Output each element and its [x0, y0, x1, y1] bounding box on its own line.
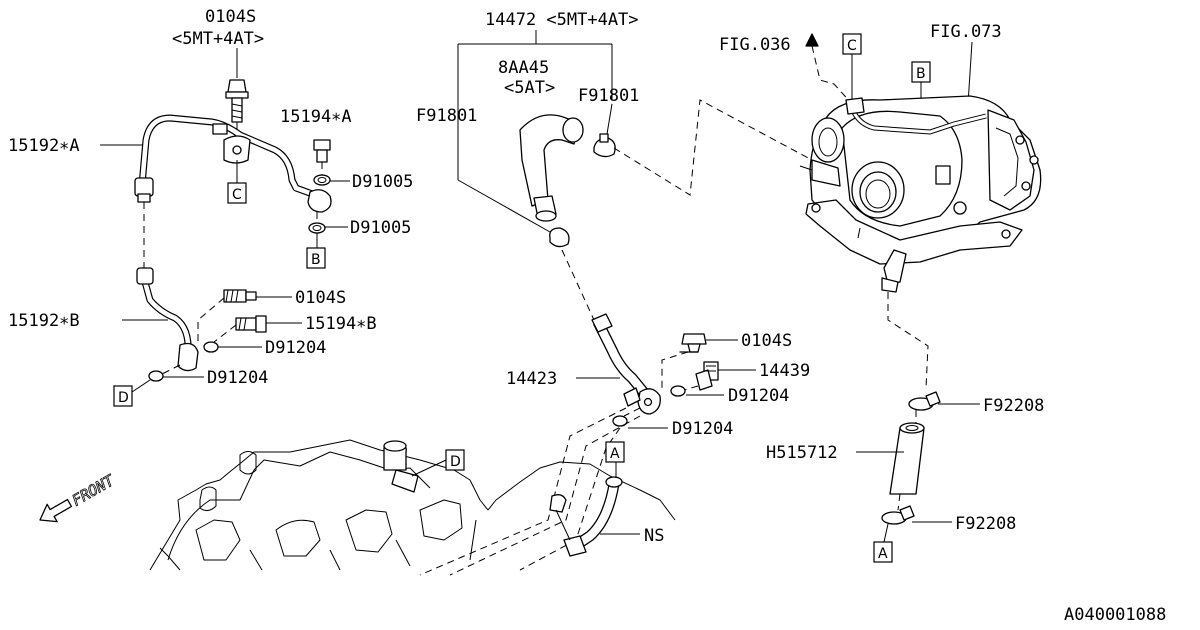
label-f91801-right: F91801 — [578, 86, 639, 106]
label-8aa45: 8AA45 — [498, 58, 549, 78]
oil-pipe-15192b — [136, 267, 199, 372]
front-direction-arrow: FRONT — [39, 471, 118, 523]
dash-clamp-pipe — [561, 249, 595, 321]
pipe-14423-group: 14423 0104S 14439 D91204 D91204 — [419, 313, 810, 576]
ref-c-turbo: C — [847, 38, 857, 54]
bracket-14472 — [457, 30, 613, 180]
label-0104s-right: 0104S — [741, 331, 792, 351]
label-15192a: 15192∗A — [8, 136, 80, 156]
bolt-15194b — [235, 315, 267, 333]
label-d91005-2: D91005 — [350, 218, 411, 238]
bolt-0104s-mid — [223, 289, 257, 303]
leader-ref-d-left — [131, 379, 151, 393]
washer-d91204-3 — [670, 385, 686, 397]
ref-box-d-left — [113, 385, 133, 407]
dash-0104s-right — [661, 351, 689, 392]
dash-0104s-mid — [197, 297, 225, 345]
label-d91204-3: D91204 — [728, 386, 789, 406]
label-front: FRONT — [69, 471, 118, 510]
dash-guide-3 — [519, 427, 621, 571]
ref-d-left: D — [118, 390, 129, 406]
arrow-fig036 — [805, 33, 819, 47]
dash-d91204-2 — [161, 364, 181, 375]
label-0104s-top-variant: <5MT+4AT> — [172, 29, 264, 49]
ref-box-a-hose — [873, 541, 893, 563]
hose-h515712 — [889, 422, 925, 495]
label-15194a: 15194∗A — [280, 107, 352, 127]
label-fig073: FIG.073 — [930, 22, 1002, 42]
dash-turbo-drain — [887, 292, 929, 389]
label-f91801-left: F91801 — [416, 106, 477, 126]
leader-f91801-left — [457, 179, 551, 233]
label-8aa45-variant: <5AT> — [504, 78, 555, 98]
ref-box-d-engine — [445, 449, 465, 471]
washer-d91204-2 — [148, 370, 164, 382]
leader-ref-d-engine — [411, 459, 447, 477]
label-0104s-mid: 0104S — [295, 288, 346, 308]
bolt-0104s-top — [225, 79, 249, 123]
ref-a-hose: A — [878, 546, 888, 562]
washer-d91005-1 — [313, 174, 331, 186]
center-hose-group: 14472 <5MT+4AT> 8AA45 <5AT> F91801 F9180… — [416, 10, 813, 321]
left-oil-pipe-group: 0104S <5MT+4AT> 15192∗A C 151 — [8, 7, 413, 407]
dash-guide-2 — [449, 415, 641, 576]
bolt-14439 — [695, 361, 719, 391]
ref-box-c-pipe — [227, 182, 247, 204]
dash-hose-turbo — [613, 99, 813, 196]
dash-guide-1 — [419, 407, 627, 576]
clamp-f91801-left — [549, 227, 570, 248]
engine-block-outline: D A NS — [149, 439, 676, 571]
label-14472: 14472 <5MT+4AT> — [485, 10, 639, 30]
ref-a-engine: A — [610, 446, 620, 462]
label-d91204-4: D91204 — [672, 419, 733, 439]
label-f92208-2: F92208 — [955, 514, 1016, 534]
clamp-f92208-2 — [881, 505, 915, 525]
label-0104s-top: 0104S — [205, 7, 256, 27]
ref-d-engine: D — [450, 454, 461, 470]
dash-15194b — [213, 324, 237, 343]
label-f92208-1: F92208 — [983, 396, 1044, 416]
clamp-f92208-1 — [908, 391, 941, 411]
dash-fig036 — [811, 45, 853, 105]
label-14439: 14439 — [759, 361, 810, 381]
leader-fig073 — [967, 41, 973, 105]
oil-pipe-15192a — [134, 114, 332, 213]
label-d91005-1: D91005 — [352, 172, 413, 192]
dash-14439 — [683, 385, 699, 391]
washer-d91204-1 — [203, 341, 219, 353]
turbo-group: FIG.036 C B FIG.073 — [719, 22, 1044, 563]
turbocharger — [799, 95, 1042, 293]
dash-hose-bottom — [897, 493, 901, 511]
washer-d91204-4 — [612, 415, 628, 427]
pipe-14423 — [591, 313, 661, 415]
label-ns: NS — [644, 526, 664, 546]
label-h515712: H515712 — [766, 443, 838, 463]
label-14423: 14423 — [506, 369, 557, 389]
label-15192b: 15192∗B — [8, 311, 80, 331]
fitting-ns — [549, 476, 623, 557]
ref-box-b-pipe — [306, 247, 326, 269]
ref-box-a-engine — [605, 441, 625, 463]
dash-d91204-4 — [623, 407, 641, 417]
hose-8aa45 — [519, 114, 584, 222]
bolt-15194a — [313, 139, 331, 163]
washer-d91005-2 — [308, 222, 326, 234]
label-d91204-2: D91204 — [207, 368, 268, 388]
label-fig036: FIG.036 — [719, 35, 791, 55]
leader-ref-a-hose — [883, 523, 889, 543]
label-15194b: 15194∗B — [305, 314, 377, 334]
clamp-f91801-right — [593, 133, 616, 158]
label-d91204-1: D91204 — [265, 338, 326, 358]
ref-b-pipe: B — [311, 252, 321, 268]
ref-b-turbo: B — [916, 66, 926, 82]
bolt-0104s-right — [679, 333, 707, 353]
ref-c-pipe: C — [232, 187, 242, 203]
drawing-code: A040001088 — [1064, 605, 1166, 625]
